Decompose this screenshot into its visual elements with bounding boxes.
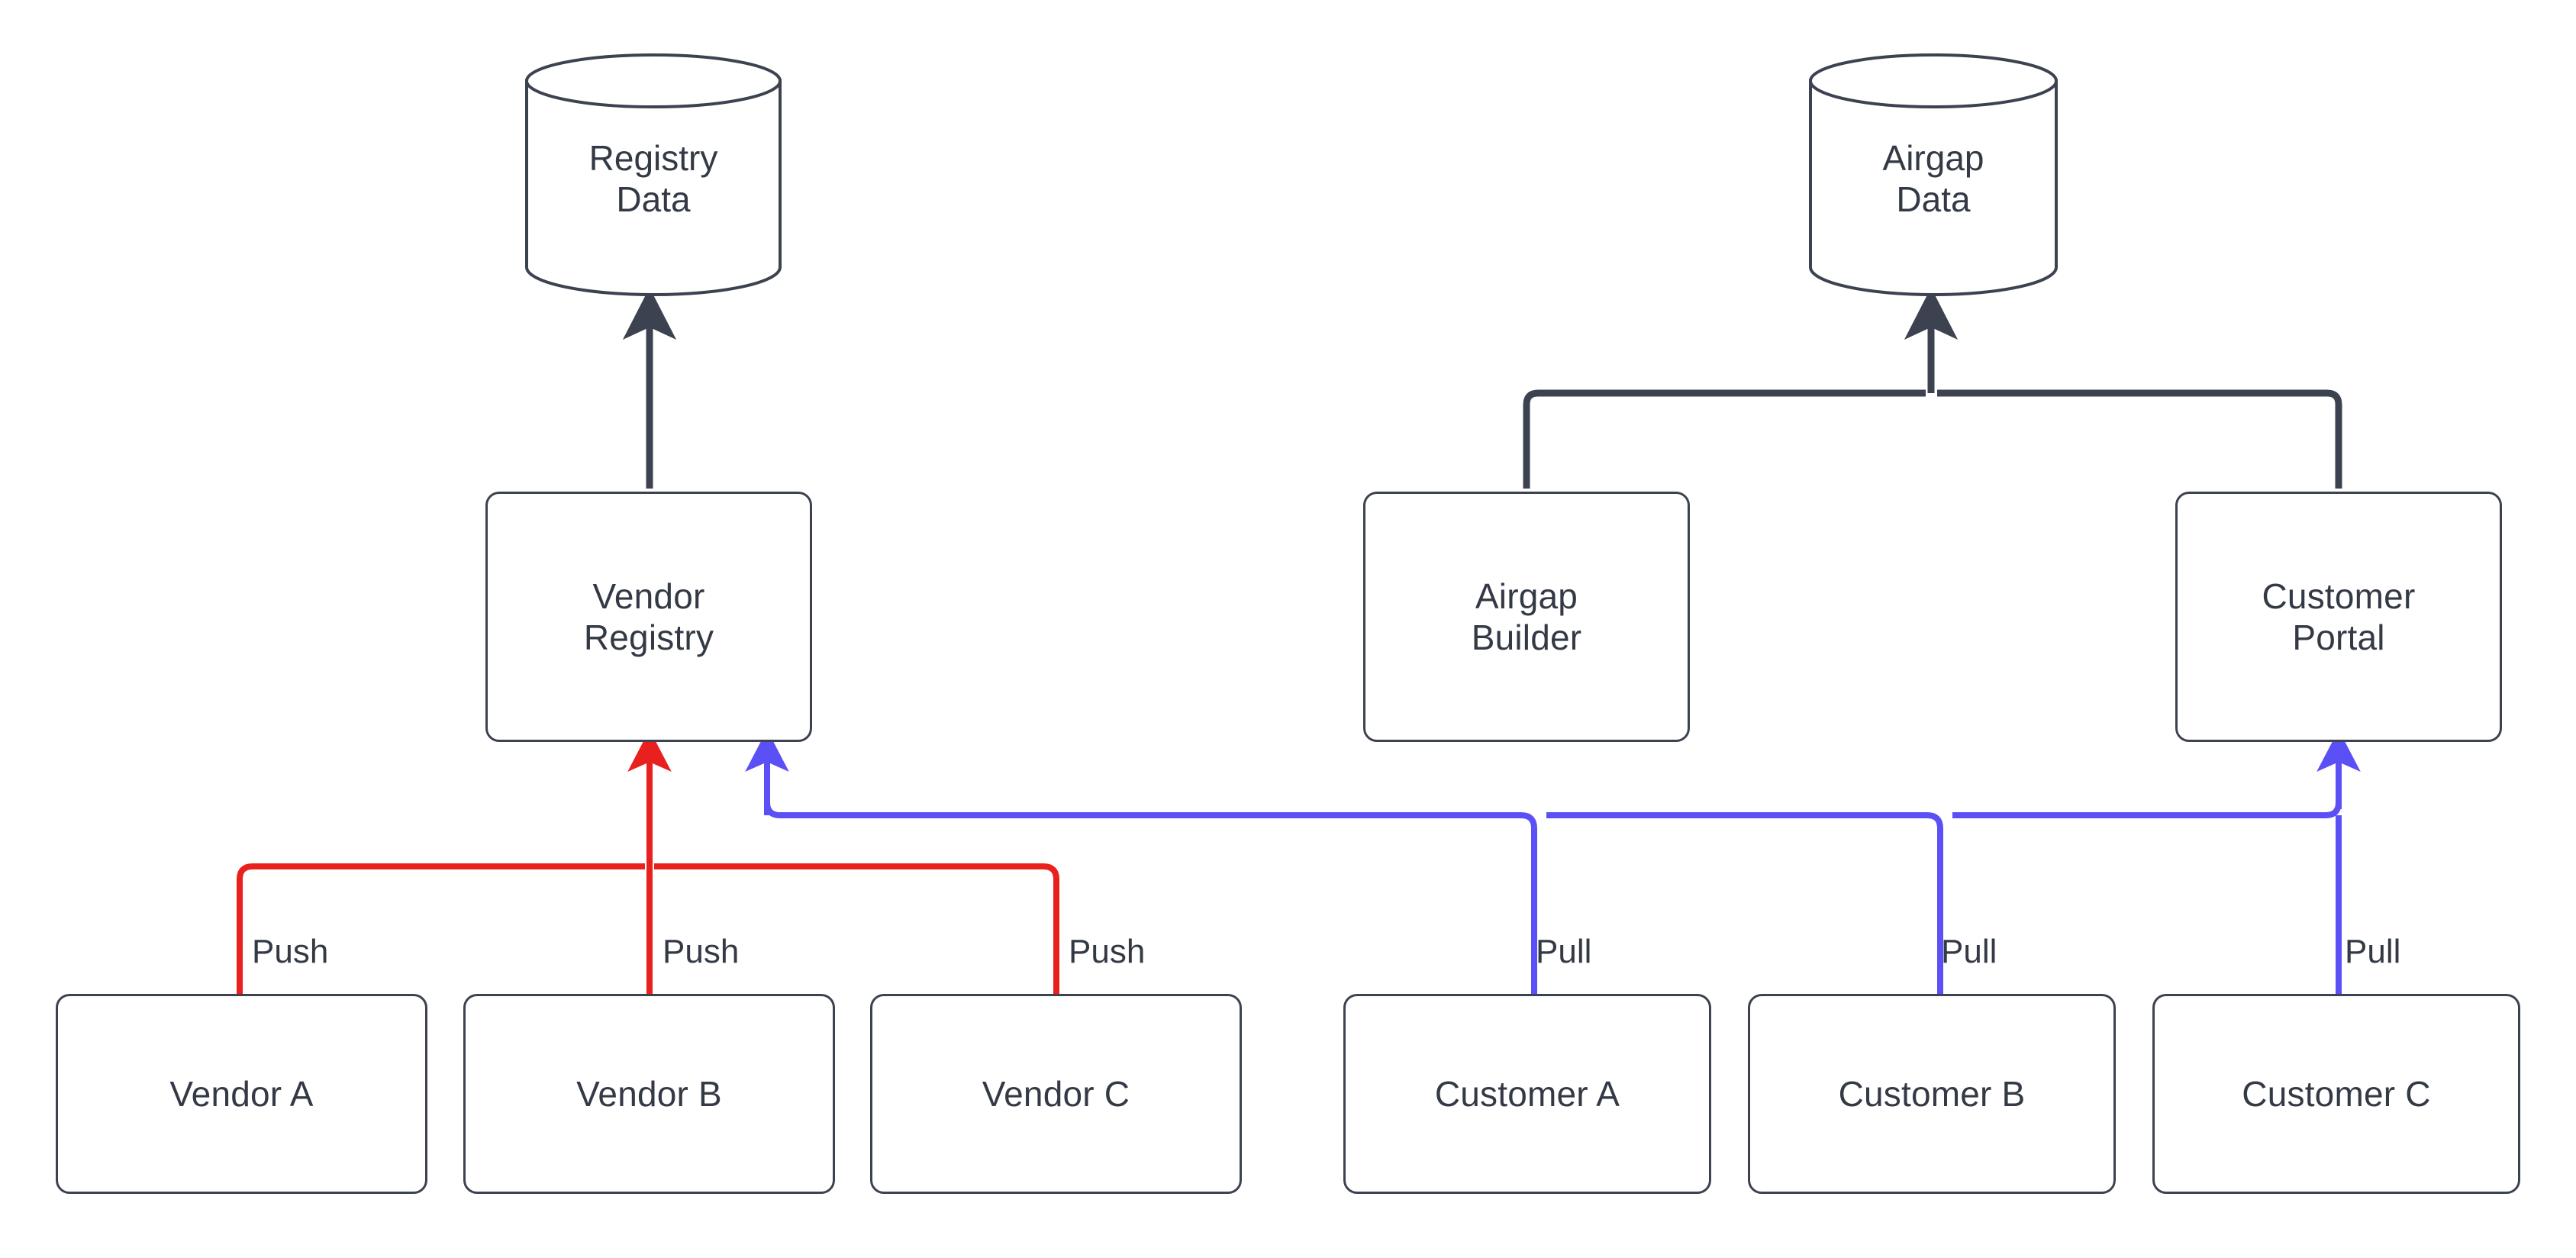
node-vendor-a[interactable]: Vendor A [56, 994, 427, 1194]
edge-airgap-builder-to-airgap-data [1523, 389, 1926, 489]
node-customer-portal[interactable]: Customer Portal [2175, 492, 2502, 742]
node-vendor-registry-label: Vendor Registry [583, 576, 714, 657]
edge-customer-a-pull [780, 812, 1537, 994]
node-airgap-builder-label: Airgap Builder [1471, 576, 1582, 657]
edge-label-pull-customer-b: Pull [1941, 933, 1997, 970]
edge-vendor-a-push [237, 863, 645, 994]
edge-pull-trunk-right-join [1952, 798, 2342, 818]
node-customer-b-label: Customer B [1838, 1073, 2026, 1114]
edge-pull-trunk-left-corner [764, 794, 781, 818]
edge-vendor-c-push [654, 863, 1059, 994]
node-vendor-a-label: Vendor A [169, 1073, 314, 1114]
edge-label-push-vendor-a: Push [252, 933, 329, 970]
node-customer-c-label: Customer C [2242, 1073, 2431, 1114]
node-vendor-b-label: Vendor B [576, 1073, 722, 1114]
node-customer-a[interactable]: Customer A [1343, 994, 1711, 1194]
cylinder-shape-airgap-data [1809, 53, 2058, 296]
edge-label-pull-customer-a: Pull [1536, 933, 1592, 970]
node-airgap-builder[interactable]: Airgap Builder [1363, 492, 1690, 742]
node-customer-portal-label: Customer Portal [2262, 576, 2416, 657]
edge-label-push-vendor-b: Push [663, 933, 740, 970]
node-vendor-registry[interactable]: Vendor Registry [485, 492, 812, 742]
node-vendor-c[interactable]: Vendor C [870, 994, 1242, 1194]
edge-label-pull-customer-c: Pull [2345, 933, 2401, 970]
edge-label-push-vendor-c: Push [1069, 933, 1146, 970]
datastore-airgap-data[interactable]: Airgap Data [1807, 52, 2059, 296]
node-customer-c[interactable]: Customer C [2152, 994, 2520, 1194]
edge-customer-b-pull [1546, 812, 1943, 994]
node-vendor-b[interactable]: Vendor B [463, 994, 835, 1194]
node-customer-a-label: Customer A [1434, 1073, 1620, 1114]
cylinder-shape-registry-data [525, 53, 782, 296]
edge-customer-portal-to-airgap-data [1937, 389, 2342, 489]
node-vendor-c-label: Vendor C [982, 1073, 1130, 1114]
datastore-registry-data[interactable]: Registry Data [524, 52, 783, 296]
node-customer-b[interactable]: Customer B [1748, 994, 2116, 1194]
